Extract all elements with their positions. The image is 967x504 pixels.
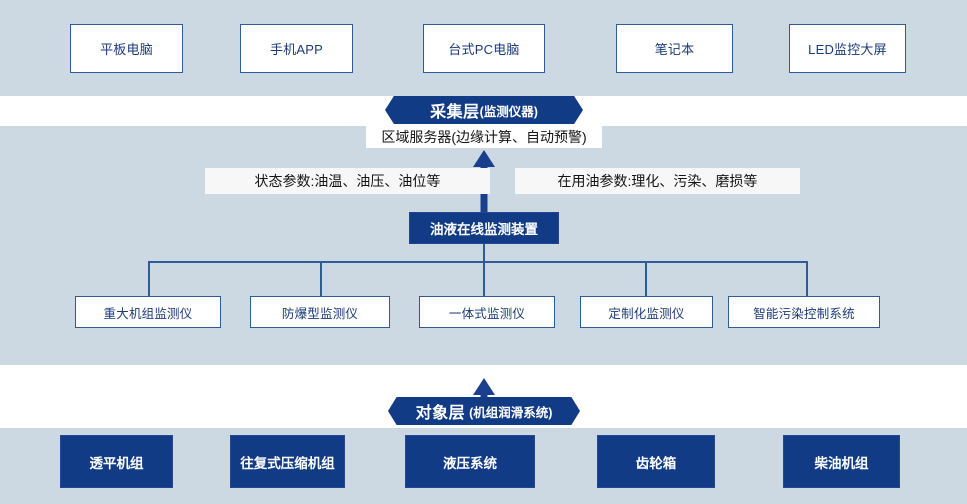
- collection-layer-banner-sub: (监测仪器): [479, 104, 538, 119]
- oil-parameters-label: 在用油参数:理化、污染、磨损等: [515, 168, 800, 194]
- terminal-node-laptop[interactable]: 笔记本: [616, 24, 733, 73]
- monitor-node-major-unit[interactable]: 重大机组监测仪: [75, 296, 221, 328]
- object-node-label: 柴油机组: [814, 455, 869, 471]
- monitor-node-label: 定制化监测仪: [608, 306, 685, 321]
- device-label: 油液在线监测装置: [430, 222, 538, 237]
- object-layer-banner-main: 对象层: [415, 405, 466, 422]
- connector-drop-4: [645, 261, 647, 297]
- monitor-node-integrated[interactable]: 一体式监测仪: [419, 296, 555, 328]
- terminal-node-desktop-pc[interactable]: 台式PC电脑: [423, 24, 545, 73]
- object-node-diesel-unit[interactable]: 柴油机组: [783, 435, 900, 488]
- connector-bus: [148, 261, 808, 263]
- terminal-node-tablet[interactable]: 平板电脑: [70, 24, 183, 73]
- object-node-reciprocating-compressor[interactable]: 往复式压缩机组: [230, 435, 345, 488]
- monitor-node-customized[interactable]: 定制化监测仪: [580, 296, 713, 328]
- arrow-head: [473, 150, 495, 167]
- object-node-label: 透平机组: [89, 455, 144, 471]
- connector-drop-3: [483, 261, 485, 297]
- connector-drop-5: [806, 261, 808, 297]
- monitor-node-label: 智能污染控制系统: [753, 306, 855, 321]
- terminal-node-mobile-app[interactable]: 手机APP: [240, 24, 353, 73]
- collection-layer-banner-main: 采集层: [430, 104, 480, 121]
- oil-parameters-text: 在用油参数:理化、污染、磨损等: [557, 173, 758, 189]
- collection-layer-banner: 采集层(监测仪器): [385, 96, 583, 124]
- terminal-node-label: 平板电脑: [100, 42, 153, 57]
- monitor-node-smart-contamination-control[interactable]: 智能污染控制系统: [728, 296, 880, 328]
- object-node-label: 齿轮箱: [635, 455, 677, 471]
- connector-drop-1: [148, 261, 150, 297]
- arrow-head: [473, 378, 495, 395]
- regional-server-label: 区域服务器(边缘计算、自动预警): [366, 126, 602, 148]
- status-parameters-label: 状态参数:油温、油压、油位等: [205, 168, 490, 194]
- terminal-node-led-screen[interactable]: LED监控大屏: [789, 24, 906, 73]
- monitor-node-label: 重大机组监测仪: [103, 306, 193, 321]
- object-node-hydraulic-system[interactable]: 液压系统: [405, 435, 535, 488]
- object-node-gearbox[interactable]: 齿轮箱: [597, 435, 715, 488]
- terminal-node-label: LED监控大屏: [808, 42, 887, 57]
- connector-device-stem: [483, 244, 485, 262]
- status-parameters-text: 状态参数:油温、油压、油位等: [254, 173, 441, 189]
- regional-server-text: 区域服务器(边缘计算、自动预警): [381, 129, 587, 145]
- terminal-node-label: 台式PC电脑: [448, 42, 520, 57]
- terminal-node-label: 笔记本: [654, 42, 695, 57]
- connector-drop-2: [320, 261, 322, 297]
- monitor-node-label: 一体式监测仪: [448, 306, 526, 321]
- terminal-node-label: 手机APP: [269, 42, 323, 57]
- monitor-node-label: 防爆型监测仪: [281, 306, 359, 321]
- object-node-label: 往复式压缩机组: [240, 455, 335, 471]
- object-layer-banner: 对象层(机组润滑系统): [388, 397, 580, 425]
- object-node-label: 液压系统: [443, 455, 497, 471]
- object-node-turbine-unit[interactable]: 透平机组: [60, 435, 173, 488]
- monitor-node-explosion-proof[interactable]: 防爆型监测仪: [250, 296, 390, 328]
- online-oil-monitoring-device[interactable]: 油液在线监测装置: [409, 212, 559, 244]
- object-layer-banner-sub: (机组润滑系统): [469, 405, 553, 420]
